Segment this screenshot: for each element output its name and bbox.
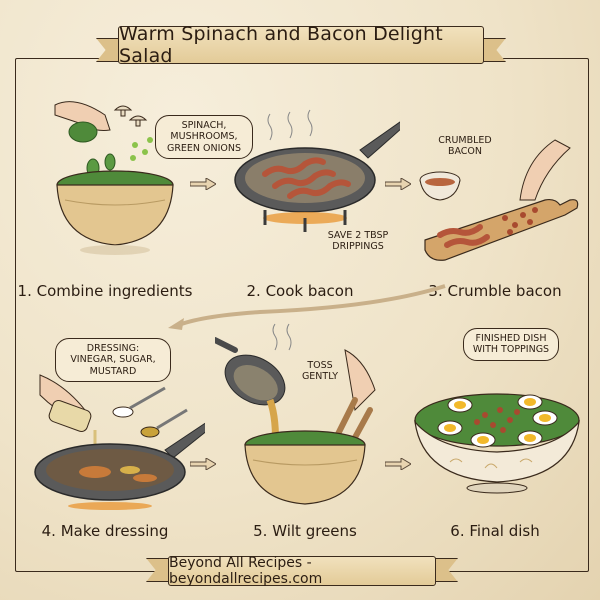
curved-arrow-icon (168, 284, 446, 330)
arrow-right-icon (385, 458, 411, 470)
arrow-right-icon (385, 178, 411, 190)
step-5-label: 5. Wilt greens (253, 522, 357, 540)
wilt-greens-icon (215, 323, 376, 505)
arrow-right-icon (190, 178, 216, 190)
step-1-label: 1. Combine ingredients (17, 282, 193, 300)
step-4-callout: DRESSING: VINEGAR, SUGAR, MUSTARD (55, 338, 171, 383)
final-salad-bowl-icon (414, 393, 580, 494)
step-3-callout: CRUMBLED BACON (438, 135, 492, 158)
page-title: Warm Spinach and Bacon Delight Salad (119, 23, 443, 67)
step-1: SPINACH, MUSHROOMS, GREEN ONIONS 1. Comb… (15, 70, 253, 300)
step-6-callout: FINISHED DISH WITH TOPPINGS (463, 328, 559, 361)
step-2-callout: SAVE 2 TBSP DRIPPINGS (327, 230, 389, 253)
step-5-callout: TOSS GENTLY (301, 360, 339, 383)
step-2: SAVE 2 TBSP DRIPPINGS 2. Cook bacon (210, 70, 400, 300)
step-3: CRUMBLED BACON 3. Crumble bacon (405, 70, 585, 300)
step-5: TOSS GENTLY 5. Wilt greens (215, 310, 395, 540)
spinach-bowl-icon (54, 101, 174, 255)
skillet-dressing-icon (34, 374, 205, 510)
footer-banner: Beyond All Recipes - beyondallrecipes.co… (168, 555, 436, 587)
step-6: FINISHED DISH WITH TOPPINGS 6. Final dis… (405, 310, 585, 540)
arrow-right-icon (190, 458, 216, 470)
step-2-label: 2. Cook bacon (246, 282, 354, 300)
step-3-label: 3. Crumble bacon (428, 282, 562, 300)
cutting-board-bacon-icon (419, 139, 579, 261)
skillet-bacon-icon (234, 109, 400, 232)
step-4-label: 4. Make dressing (41, 522, 169, 540)
step-4: DRESSING: VINEGAR, SUGAR, MUSTARD 4. Mak… (15, 310, 205, 540)
title-banner: Warm Spinach and Bacon Delight Salad (118, 23, 484, 67)
step-6-label: 6. Final dish (450, 522, 540, 540)
step-1-callout: SPINACH, MUSHROOMS, GREEN ONIONS (155, 115, 253, 160)
footer-credit: Beyond All Recipes - beyondallrecipes.co… (169, 555, 323, 587)
